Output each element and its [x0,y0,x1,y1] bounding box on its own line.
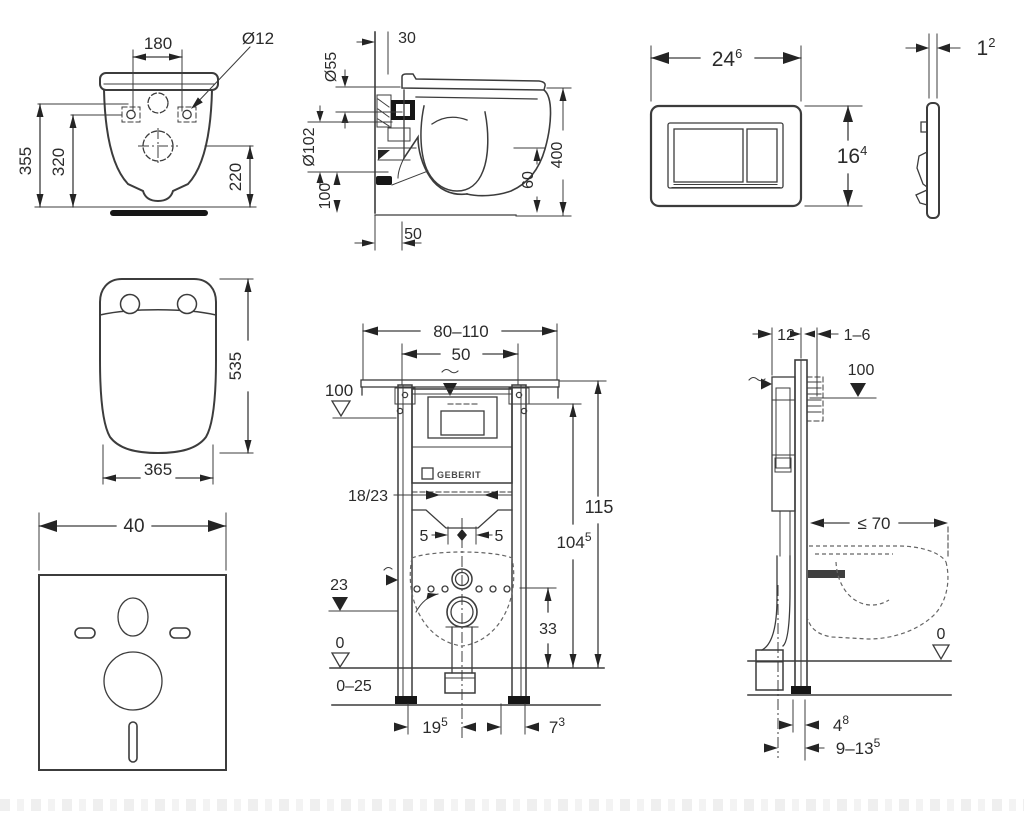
dim-drain-offset: 48 [833,713,849,735]
dim-seat-width: 365 [144,460,172,479]
seat-top-view: 535 365 [99,278,254,485]
wc-side-geometry [374,31,552,216]
frame-front-dimensions: 80–110 50 100 18/23 5 5 23 0 0–25 [325,322,614,737]
wc-front-view: 180 Ø12 355 320 220 [16,29,274,216]
dim-cistern-height: 1045 [556,530,591,552]
insulation-mat-view: 40 [38,512,227,771]
dim-plate-width: 50 [452,345,471,364]
plate-side-dimensions: 12 [905,33,996,99]
dim-bowl-depth: ≤ 70 [858,514,891,533]
dim-drain-height: 33 [539,621,557,638]
flush-button-large [673,128,744,183]
seat-geometry [99,278,217,455]
dim-drain-diameter: Ø102 [301,127,318,166]
seat-hinge-right [176,293,198,315]
level-0-label: 0 [937,626,946,643]
seat-hinge-left [119,293,141,315]
mat-dimensions: 40 [38,512,227,571]
dim-floor-range: 0–25 [336,678,372,695]
wc-side-view: 30 Ø55 Ø102 100 50 400 [301,30,572,251]
dim-depth-wall: 50 [404,226,422,243]
dim-seat-length: 535 [226,352,245,380]
dim-hole-spacing: 180 [144,34,172,53]
fixing-bolt [808,570,845,578]
dim-plate-thickness: 12 [977,35,996,60]
dim-wall-offset: 30 [398,30,416,47]
drain-bend [755,649,784,691]
dim-frame-height: 115 [585,497,614,517]
dim-wall-gap: 1–6 [844,327,871,344]
flush-plate-side-view: 12 [905,33,996,219]
wall-anchor [806,376,824,422]
dim-depth-total: 400 [549,142,566,169]
level-0-label: 0 [336,635,345,652]
level-100-label: 100 [848,362,875,379]
dim-rim-drop: 60 [520,171,537,189]
flush-plate-front-view: 246 164 [649,45,868,208]
frame-front-view: GEBERIT [325,322,614,740]
flush-plate-geometry [649,104,803,208]
seat-dimensions: 535 365 [102,278,254,485]
dim-height-total: 355 [16,147,35,175]
flush-button-small [746,128,778,183]
dim-height-outlet: 220 [226,163,245,191]
floor-shadow-bar [110,210,208,216]
dim-plate-height: 164 [837,143,868,168]
dim-flush-diameter: Ø55 [323,52,340,82]
bowl-outline-ghost [409,557,515,647]
brand-logo-mark [421,467,434,480]
dim-foot-right: 73 [549,715,565,737]
rail-label: 18/23 [348,488,388,505]
frame-front-geometry: GEBERIT [329,369,605,740]
plate-side-geometry [915,102,940,219]
frame-side-dimensions: 12 1–6 100 ≤ 70 0 48 9–135 [752,327,951,761]
flush-bend [451,568,473,590]
cistern-box [411,388,513,484]
dim-foot-left: 195 [422,715,448,737]
faint-footer-strip [0,799,1024,811]
inspection-window [427,396,498,439]
dim-offset-right: 5 [495,528,504,545]
dim-drain-height: 100 [317,183,334,210]
frame-side-geometry [747,359,952,758]
dim-plate-width: 246 [712,46,743,71]
level-100-label: 100 [325,381,353,400]
dim-mat-width: 40 [123,516,144,537]
wc-front-geometry [99,72,219,216]
dim-offset-left: 5 [420,528,429,545]
cistern-side [771,376,796,512]
wc-side-dimensions: 30 Ø55 Ø102 100 50 400 [301,30,572,251]
frame-side-view: 12 1–6 100 ≤ 70 0 48 9–135 [747,327,952,761]
mat-geometry [38,574,227,771]
wc-front-dimensions: 180 Ø12 355 320 220 [16,29,274,208]
dim-drain-range: 9–135 [836,736,881,758]
dim-height-holes: 320 [49,148,68,176]
dim-top-width: 80–110 [433,322,488,341]
dim-hole-diameter: Ø12 [242,29,274,48]
level-23-label: 23 [330,577,348,594]
flush-plate-dimensions: 246 164 [650,45,868,207]
brand-logo-text: GEBERIT [437,470,481,480]
